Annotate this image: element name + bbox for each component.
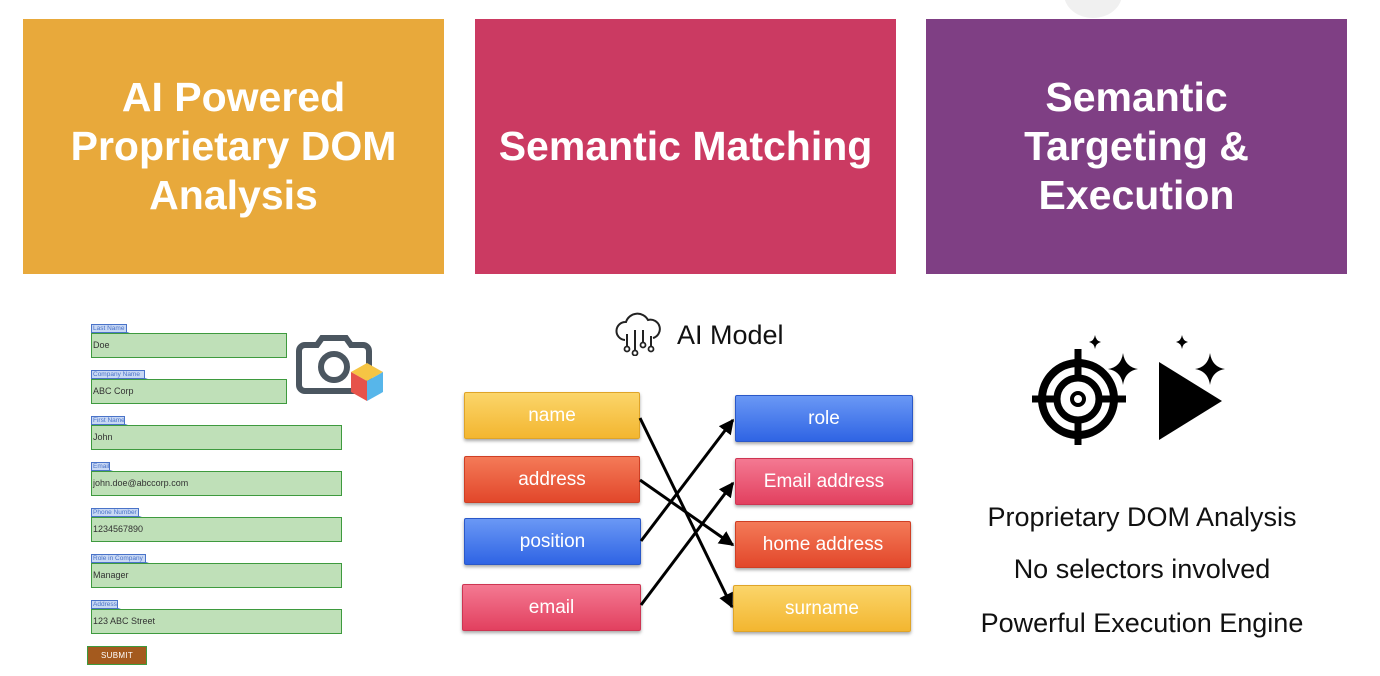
form-field-value: 1234567890 <box>93 524 144 534</box>
banner-targeting-execution: Semantic Targeting & Execution <box>926 19 1347 274</box>
cloud-circuit-icon <box>615 312 661 356</box>
form-field-label: Last Name <box>91 324 127 333</box>
form-field-label: Phone Number <box>91 508 139 517</box>
form-input-field[interactable]: ABC Corp <box>91 379 287 404</box>
play-sparkle-icon <box>1159 335 1225 440</box>
arrow-email-to-email-address <box>639 481 735 606</box>
decorative-circle <box>1064 0 1122 18</box>
crosshair-target-sparkle-icon <box>1032 335 1138 445</box>
left-field-position: position <box>464 518 641 565</box>
form-field-label: First Name <box>91 416 125 425</box>
form-field-value: Manager <box>93 570 129 580</box>
form-field-value: john.doe@abccorp.com <box>93 478 189 488</box>
form-input-field[interactable]: Manager <box>91 563 342 588</box>
feature-execution-engine: Powerful Execution Engine <box>980 608 1304 638</box>
left-field-name: name <box>464 392 640 439</box>
right-field-email-address: Email address <box>735 458 913 505</box>
ai-model-title: AI Model <box>677 320 784 350</box>
feature-no-selectors: No selectors involved <box>1013 554 1271 584</box>
right-field-surname: surname <box>733 585 911 632</box>
form-field-label: Email <box>91 462 110 471</box>
left-field-address: address <box>464 456 640 503</box>
form-field-label: Address <box>91 600 118 609</box>
right-field-home-address: home address <box>735 521 911 568</box>
arrow-position-to-role <box>639 418 735 542</box>
form-field-value: 123 ABC Street <box>93 616 156 626</box>
arrow-address-to-home-address <box>639 478 735 547</box>
form-input-field[interactable]: 123 ABC Street <box>91 609 342 634</box>
submit-button[interactable]: SUBMIT <box>87 646 147 665</box>
left-field-email: email <box>462 584 641 631</box>
banner-semantic-matching: Semantic Matching <box>475 19 896 274</box>
arrow-name-to-surname <box>638 417 734 609</box>
form-input-field[interactable]: Doe <box>91 333 287 358</box>
form-input-field[interactable]: john.doe@abccorp.com <box>91 471 342 496</box>
form-field-value: ABC Corp <box>93 386 134 396</box>
form-field-label: Company Name <box>91 370 145 379</box>
camera-shapes-icon <box>296 335 383 401</box>
form-input-field[interactable]: 1234567890 <box>91 517 342 542</box>
form-field-value: John <box>93 432 113 442</box>
banner-dom-analysis: AI Powered Proprietary DOM Analysis <box>23 19 444 274</box>
feature-dom-analysis: Proprietary DOM Analysis <box>987 502 1297 532</box>
form-field-value: Doe <box>93 340 110 350</box>
form-field-label: Role in Company <box>91 554 146 563</box>
form-input-field[interactable]: John <box>91 425 342 450</box>
right-field-role: role <box>735 395 913 442</box>
